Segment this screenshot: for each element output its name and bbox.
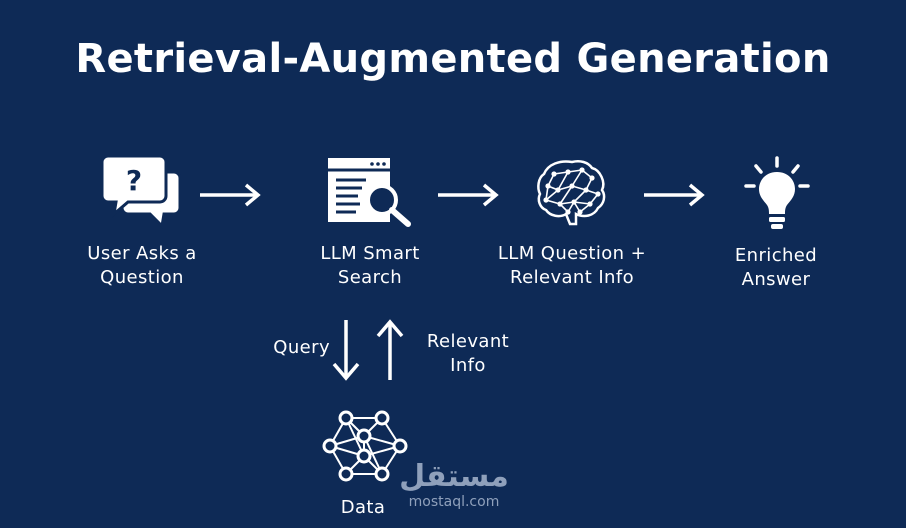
- step-label-question-info: LLM Question +Relevant Info: [497, 243, 647, 288]
- question-chat-icon: ?: [100, 154, 182, 230]
- watermark-logo: مستقل: [399, 459, 509, 494]
- arrow-right-icon: [200, 183, 261, 207]
- svg-text:?: ?: [126, 164, 142, 197]
- arrow-down-icon: [332, 320, 360, 381]
- lightbulb-icon: [744, 156, 810, 229]
- brain-network-icon: [537, 160, 606, 226]
- watermark: مستقل mostaql.com: [398, 459, 510, 511]
- watermark-url: mostaql.com: [408, 494, 500, 510]
- query-label: Query: [273, 337, 330, 358]
- arrow-up-icon: [376, 319, 404, 380]
- diagram-title: Retrieval-Augmented Generation: [75, 36, 831, 82]
- document-search-icon: [328, 158, 411, 227]
- arrow-right-icon: [644, 183, 705, 207]
- data-label: Data: [340, 497, 386, 518]
- neural-network-icon: [322, 410, 408, 482]
- arrow-right-icon: [438, 183, 499, 207]
